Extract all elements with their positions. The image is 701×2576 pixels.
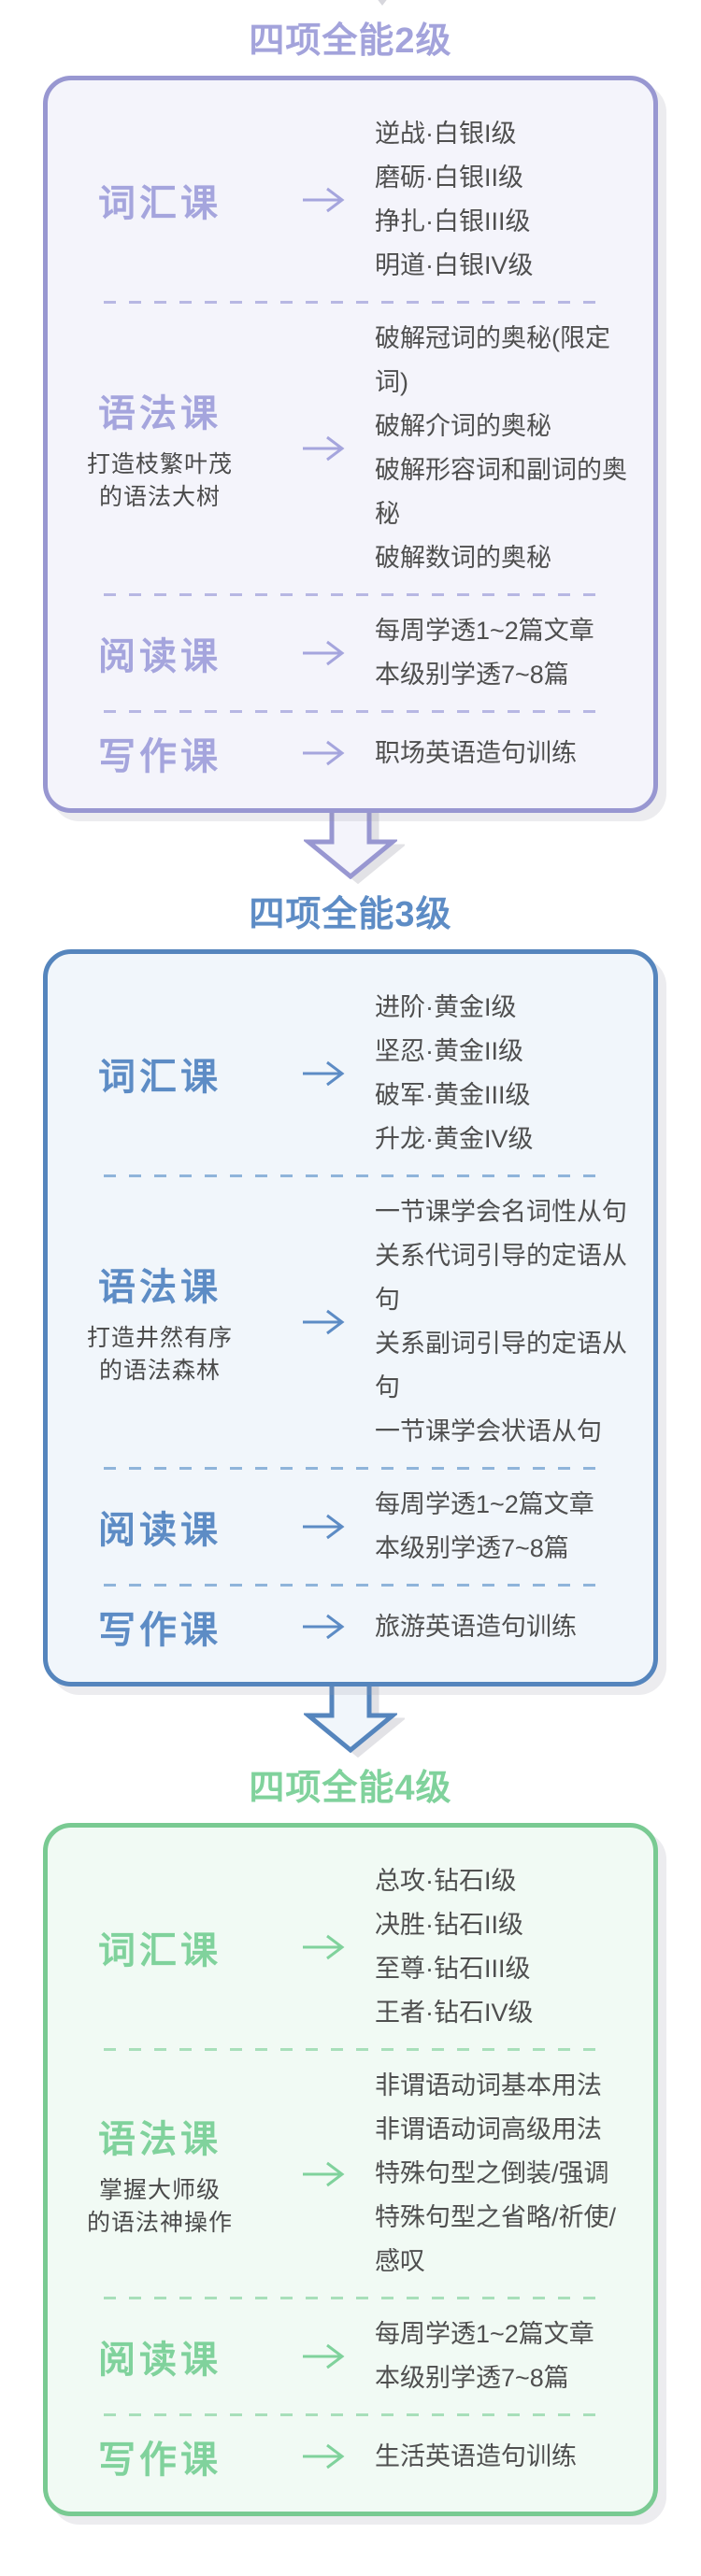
course-label: 词汇课 <box>98 1930 222 1971</box>
course-item: 非谓语动词基本用法 <box>375 2071 602 2099</box>
course-row-grammar: 语法课 掌握大师级 的语法神操作 非谓语动词基本用法 非谓语动词高级用法 特殊句… <box>48 2060 653 2287</box>
course-item: 挣扎·白银III级 <box>375 207 531 235</box>
section-level-2: 四项全能2级 词汇课 逆战·白银I级 磨砺·白银II级 挣扎·白银III级 明道… <box>0 11 701 879</box>
course-item: 每周学透1~2篇文章 <box>375 1490 594 1518</box>
course-item: 关系代词引导的定语从句 <box>375 1242 627 1314</box>
right-arrow-icon <box>303 740 345 766</box>
dashed-divider <box>104 301 597 304</box>
course-item: 本级别学透7~8篇 <box>375 661 569 689</box>
right-arrow-icon <box>303 1514 345 1540</box>
dashed-divider <box>104 2048 597 2051</box>
course-row-grammar: 语法课 打造井然有序 的语法森林 一节课学会名词性从句 关系代词引导的定语从句 … <box>48 1187 653 1458</box>
dashed-divider <box>104 593 597 596</box>
course-item: 非谓语动词高级用法 <box>375 2115 602 2143</box>
down-arrow-icon <box>304 808 397 879</box>
course-item: 一节课学会名词性从句 <box>375 1198 627 1226</box>
course-label: 写作课 <box>98 736 222 777</box>
course-item: 每周学透1~2篇文章 <box>375 617 594 645</box>
right-arrow-icon <box>303 1614 345 1640</box>
right-arrow-icon <box>303 2343 345 2370</box>
course-item: 至尊·钻石III级 <box>375 1955 531 1983</box>
course-label: 阅读课 <box>98 2340 222 2381</box>
course-item: 本级别学透7~8篇 <box>375 1534 569 1562</box>
section-level-4: 四项全能4级 词汇课 总攻·钻石I级 决胜·钻石II级 至尊·钻石III级 王者… <box>0 1758 701 2516</box>
right-arrow-icon <box>303 1934 345 1960</box>
course-row-reading: 阅读课 每周学透1~2篇文章 本级别学透7~8篇 <box>48 2309 653 2404</box>
course-item: 明道·白银IV级 <box>375 251 534 279</box>
course-item: 决胜·钻石II级 <box>375 1911 523 1939</box>
course-label: 阅读课 <box>98 636 222 677</box>
course-item: 进阶·黄金I级 <box>375 993 517 1021</box>
right-arrow-icon <box>303 640 345 666</box>
section-title: 四项全能3级 <box>249 895 452 934</box>
course-item: 磨砺·白银II级 <box>375 164 523 192</box>
course-item: 每周学透1~2篇文章 <box>375 2320 594 2348</box>
course-item: 特殊句型之倒装/强调 <box>375 2159 609 2187</box>
dashed-divider <box>104 2413 597 2416</box>
cropped-arrow-shadow-artifact <box>366 0 398 21</box>
course-label: 语法课 <box>98 2118 222 2160</box>
course-item: 破军·黄金III级 <box>375 1081 531 1109</box>
dashed-divider <box>104 2297 597 2299</box>
course-item: 特殊句型之省略/祈使/感叹 <box>375 2203 617 2275</box>
course-row-vocab: 词汇课 逆战·白银I级 磨砺·白银II级 挣扎·白银III级 明道·白银IV级 <box>48 108 653 292</box>
right-arrow-icon <box>303 2443 345 2469</box>
course-label: 语法课 <box>98 1267 222 1308</box>
right-arrow-icon <box>303 187 345 213</box>
course-label: 词汇课 <box>98 183 222 224</box>
course-subtitle: 掌握大师级 的语法神操作 <box>86 2176 233 2236</box>
dashed-divider <box>104 710 597 713</box>
course-label: 语法课 <box>98 393 222 434</box>
course-item: 一节课学会状语从句 <box>375 1417 602 1445</box>
course-item: 职场英语造句训练 <box>375 738 577 767</box>
course-row-reading: 阅读课 每周学透1~2篇文章 本级别学透7~8篇 <box>48 1479 653 1574</box>
course-label: 写作课 <box>98 2440 222 2481</box>
course-item: 本级别学透7~8篇 <box>375 2364 569 2392</box>
course-row-writing: 写作课 生活英语造句训练 <box>48 2426 653 2487</box>
section-title: 四项全能4级 <box>249 1769 452 1808</box>
course-item: 逆战·白银I级 <box>375 120 517 148</box>
course-label: 写作课 <box>98 1610 222 1651</box>
course-row-grammar: 语法课 打造枝繁叶茂 的语法大树 破解冠词的奥秘(限定词) 破解介词的奥秘 破解… <box>48 313 653 584</box>
course-subtitle: 打造枝繁叶茂 的语法大树 <box>86 451 233 510</box>
course-row-writing: 写作课 旅游英语造句训练 <box>48 1596 653 1658</box>
right-arrow-icon <box>303 1309 345 1335</box>
course-item: 王者·钻石IV级 <box>375 1999 534 2027</box>
course-item: 破解数词的奥秘 <box>375 544 551 572</box>
course-row-reading: 阅读课 每周学透1~2篇文章 本级别学透7~8篇 <box>48 605 653 701</box>
course-box: 词汇课 进阶·黄金I级 坚忍·黄金II级 破军·黄金III级 升龙·黄金IV级 … <box>43 949 658 1686</box>
course-label: 词汇课 <box>98 1057 222 1098</box>
course-item: 关系副词引导的定语从句 <box>375 1330 627 1402</box>
course-item: 坚忍·黄金II级 <box>375 1037 523 1065</box>
right-arrow-icon <box>303 435 345 462</box>
course-item: 破解介词的奥秘 <box>375 412 551 440</box>
course-item: 生活英语造句训练 <box>375 2441 577 2470</box>
course-item: 破解冠词的奥秘(限定词) <box>375 324 610 396</box>
down-arrow-icon <box>304 1682 397 1753</box>
course-row-writing: 写作课 职场英语造句训练 <box>48 722 653 784</box>
course-label: 阅读课 <box>98 1510 222 1551</box>
right-arrow-icon <box>303 1060 345 1087</box>
section-title: 四项全能2级 <box>249 21 452 61</box>
course-box: 词汇课 总攻·钻石I级 决胜·钻石II级 至尊·钻石III级 王者·钻石IV级 … <box>43 1823 658 2516</box>
course-item: 破解形容词和副词的奥秘 <box>375 456 627 528</box>
course-item: 总攻·钻石I级 <box>375 1867 517 1895</box>
section-level-3: 四项全能3级 词汇课 进阶·黄金I级 坚忍·黄金II级 破军·黄金III级 升龙… <box>0 885 701 1753</box>
dashed-divider <box>104 1584 597 1587</box>
course-subtitle: 打造井然有序 的语法森林 <box>86 1325 233 1384</box>
course-row-vocab: 词汇课 进阶·黄金I级 坚忍·黄金II级 破军·黄金III级 升龙·黄金IV级 <box>48 982 653 1165</box>
right-arrow-icon <box>303 2161 345 2186</box>
dashed-divider <box>104 1174 597 1177</box>
course-row-vocab: 词汇课 总攻·钻石I级 决胜·钻石II级 至尊·钻石III级 王者·钻石IV级 <box>48 1856 653 2039</box>
course-item: 升龙·黄金IV级 <box>375 1125 534 1153</box>
course-box: 词汇课 逆战·白银I级 磨砺·白银II级 挣扎·白银III级 明道·白银IV级 … <box>43 76 658 813</box>
course-item: 旅游英语造句训练 <box>375 1612 577 1641</box>
dashed-divider <box>104 1467 597 1470</box>
